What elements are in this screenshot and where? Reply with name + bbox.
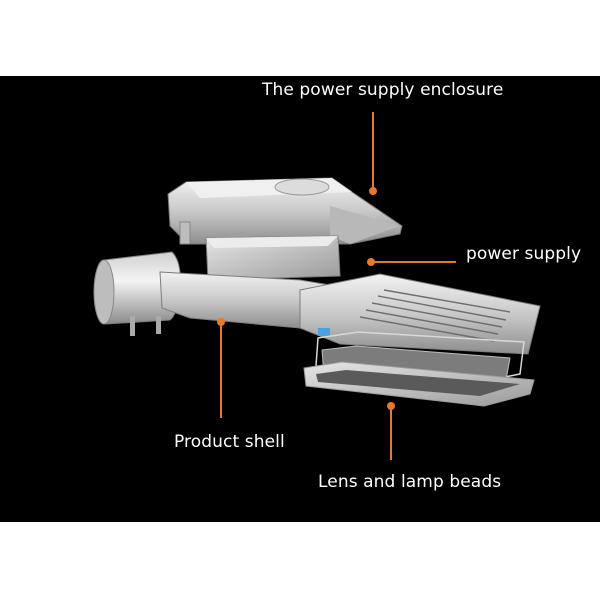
label-lens-and-lamp-beads: Lens and lamp beads (318, 472, 502, 492)
power-supply-part (205, 235, 341, 281)
label-product-shell: Product shell (174, 432, 285, 452)
label-power-supply-enclosure: The power supply enclosure (262, 80, 504, 100)
power-supply-enclosure-part (167, 177, 403, 245)
lens-and-lamp-beads-part (303, 331, 535, 407)
label-power-supply: power supply (466, 244, 582, 264)
leader-lines (217, 112, 456, 460)
diagram-panel: The power supply enclosure power supply … (0, 76, 600, 522)
exploded-lamp-diagram (93, 112, 541, 460)
product-shell-part (93, 251, 541, 355)
